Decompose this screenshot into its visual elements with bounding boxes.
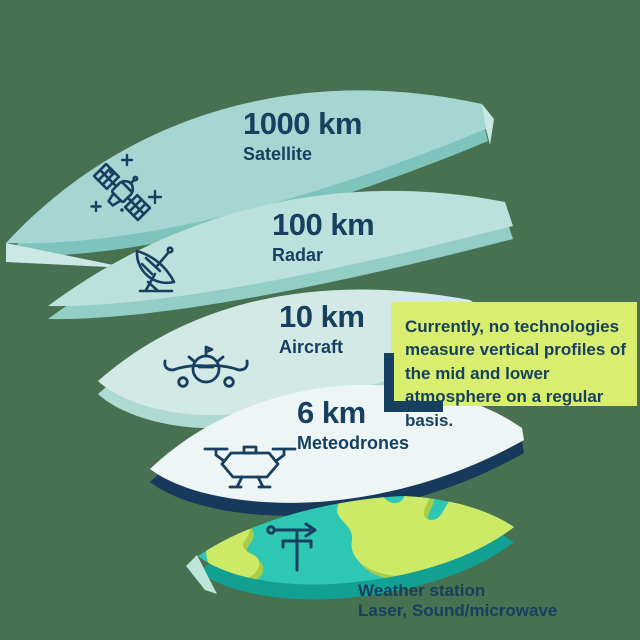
meteodrones-band: [150, 384, 524, 516]
radar-dish-hatch: [140, 256, 162, 276]
airplane-antenna-ticks: [187, 355, 225, 364]
drone-right-rotor: [271, 447, 297, 463]
label-meteodrones: 6 km Meteodrones: [297, 397, 409, 452]
radar-dish-icon: [135, 246, 176, 293]
label-aircraft: 10 km Aircraft: [279, 299, 365, 357]
weather-station-wind-arrow: [304, 522, 317, 538]
satellite-panel-right-grid: [128, 198, 147, 217]
label-radar: 100 km Radar: [272, 207, 375, 265]
sparkle-icons: [90, 153, 163, 213]
sparkle-dot-1: [109, 170, 113, 174]
satellite-band-left-face: [6, 243, 128, 268]
radar-feed-arm: [155, 251, 170, 268]
satellite-dish-feed: [132, 175, 139, 182]
airplane-icon: [163, 345, 249, 388]
drone-camera-box: [242, 445, 258, 455]
ground-label-line1: Weather station: [358, 581, 486, 600]
technology-name: Radar: [272, 245, 324, 265]
satellite-icon: [90, 153, 163, 222]
label-ground: Weather station Laser, Sound/microwave: [358, 581, 557, 621]
sparkle-plus-1: [120, 153, 134, 167]
satellite-band-right-face: [482, 104, 494, 145]
ground-label-line2: Laser, Sound/microwave: [358, 601, 558, 620]
technology-name: Aircraft: [279, 337, 344, 357]
drone-left-rotor: [203, 447, 229, 463]
radar-stand-legs: [144, 272, 159, 292]
airplane-left-wing: [163, 359, 208, 372]
callout-corner-bracket: [384, 353, 443, 412]
airplane-right-wing: [204, 359, 249, 372]
drone-icon: [203, 445, 297, 489]
radar-band-surface: [48, 190, 513, 307]
altitude-value: 10 km: [279, 299, 365, 334]
label-satellite: 1000 km Satellite: [243, 108, 362, 163]
sparkle-dot-2: [120, 208, 124, 212]
technology-name: Meteodrones: [297, 433, 410, 453]
radar-dish-reflector: [135, 249, 176, 285]
drone-legs: [228, 475, 272, 489]
satellite-nose-cone: [107, 192, 122, 207]
airplane-left-engine: [177, 376, 189, 388]
ground-band-left-face: [186, 555, 217, 594]
drone-body: [220, 451, 280, 479]
airplane-tail-fin: [204, 345, 214, 358]
sparkle-plus-2: [147, 189, 163, 205]
satellite-body: [110, 180, 134, 204]
radar-feed-tip: [166, 246, 174, 254]
sparkle-plus-3: [90, 200, 102, 213]
callout-text: Currently, no technologies measure verti…: [405, 317, 627, 430]
weather-station-cup: [266, 525, 276, 535]
satellite-panel-left-grid: [97, 167, 116, 186]
technology-name: Satellite: [243, 144, 313, 164]
altitude-value: 100 km: [272, 207, 375, 242]
airplane-right-engine: [223, 376, 235, 388]
weather-station-crossbar: [281, 539, 313, 549]
weather-station-icon: [266, 522, 317, 572]
altitude-value: 6 km: [297, 395, 366, 430]
altitude-value: 1000 km: [243, 106, 362, 141]
meteodrones-band-surface: [150, 384, 524, 503]
callout-box: Currently, no technologies measure verti…: [391, 302, 637, 430]
